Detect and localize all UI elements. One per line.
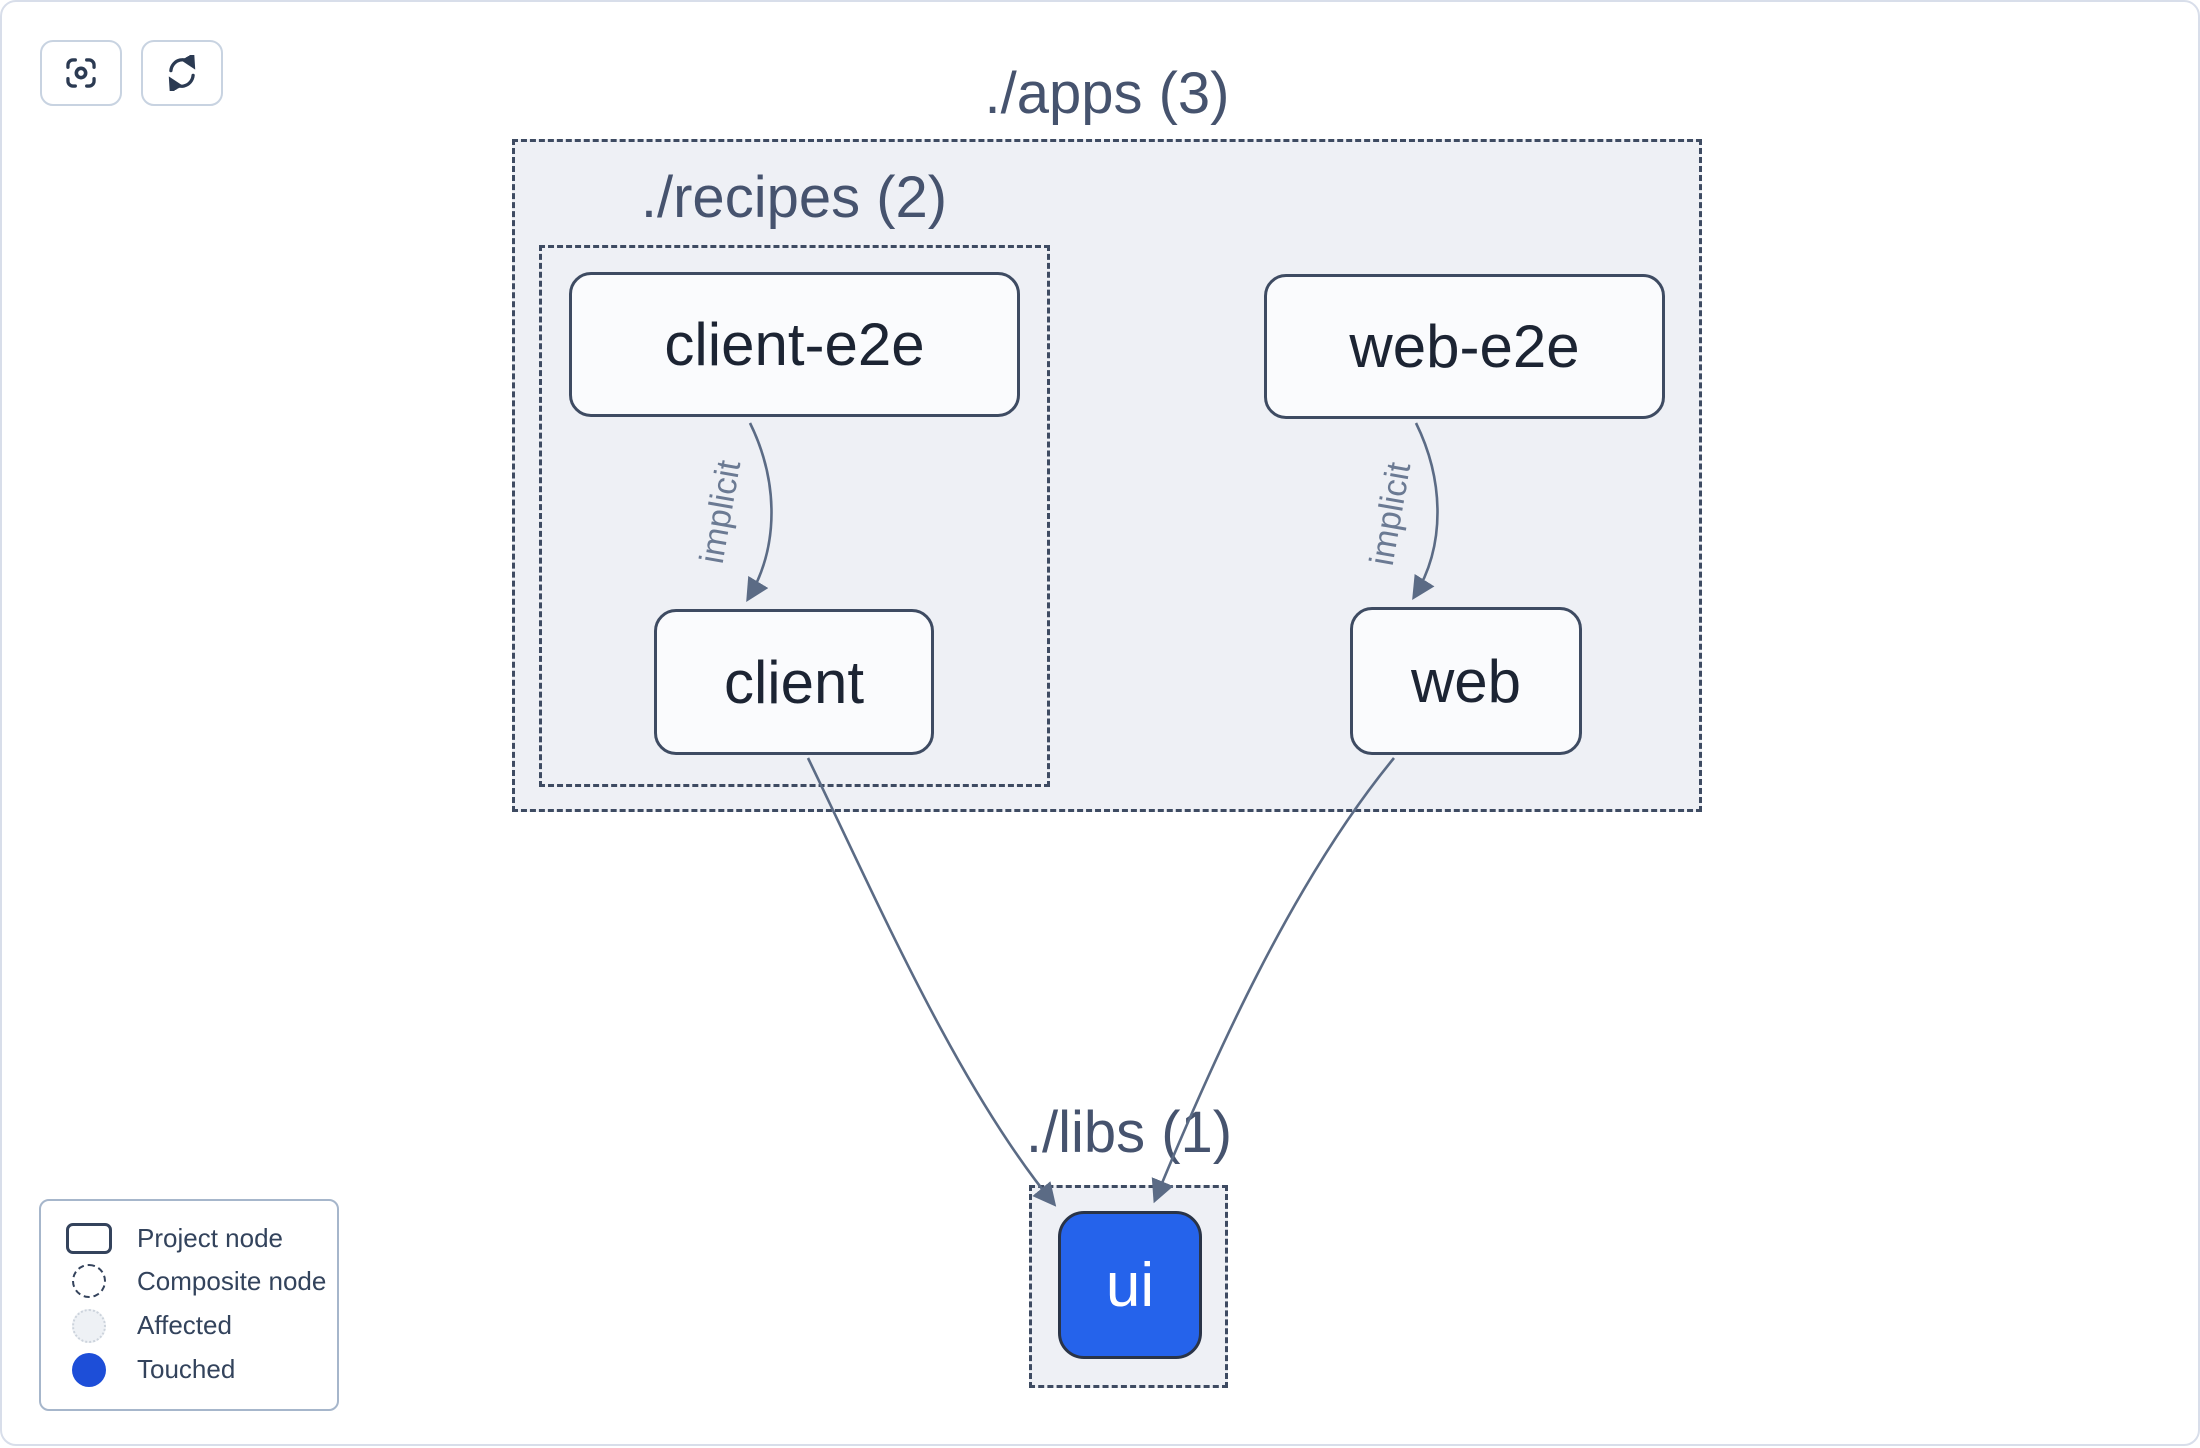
legend-item-touched: Touched — [65, 1352, 313, 1387]
legend-item-affected: Affected — [65, 1308, 313, 1343]
node-web[interactable]: web — [1350, 607, 1582, 755]
graph-toolbar — [40, 40, 223, 106]
legend-label: Affected — [137, 1310, 232, 1341]
node-ui[interactable]: ui — [1058, 1211, 1202, 1359]
composite-apps-title[interactable]: ./apps (3) — [984, 61, 1230, 126]
affected-swatch-icon — [65, 1308, 113, 1343]
node-client-e2e[interactable]: client-e2e — [569, 272, 1020, 417]
composite-libs-title[interactable]: ./libs (1) — [1025, 1100, 1233, 1165]
legend-label: Composite node — [137, 1265, 327, 1296]
crosshair-focus-icon — [66, 58, 96, 88]
node-web-e2e[interactable]: web-e2e — [1264, 274, 1665, 419]
legend-item-composite-node: Composite node — [65, 1264, 326, 1299]
composite-node-swatch-icon — [65, 1264, 113, 1299]
refresh-icon — [168, 55, 196, 91]
legend-label: Project node — [137, 1223, 283, 1253]
graph-legend: Project node Composite node Affected Tou… — [39, 1199, 339, 1411]
legend-item-project-node: Project node — [65, 1223, 313, 1254]
project-node-swatch-icon — [65, 1223, 113, 1254]
touched-swatch-icon — [65, 1352, 113, 1387]
legend-label: Touched — [137, 1354, 236, 1385]
composite-recipes-title[interactable]: ./recipes (2) — [640, 165, 948, 230]
refresh-button[interactable] — [141, 40, 223, 106]
node-client[interactable]: client — [654, 609, 934, 755]
center-graph-button[interactable] — [40, 40, 122, 106]
